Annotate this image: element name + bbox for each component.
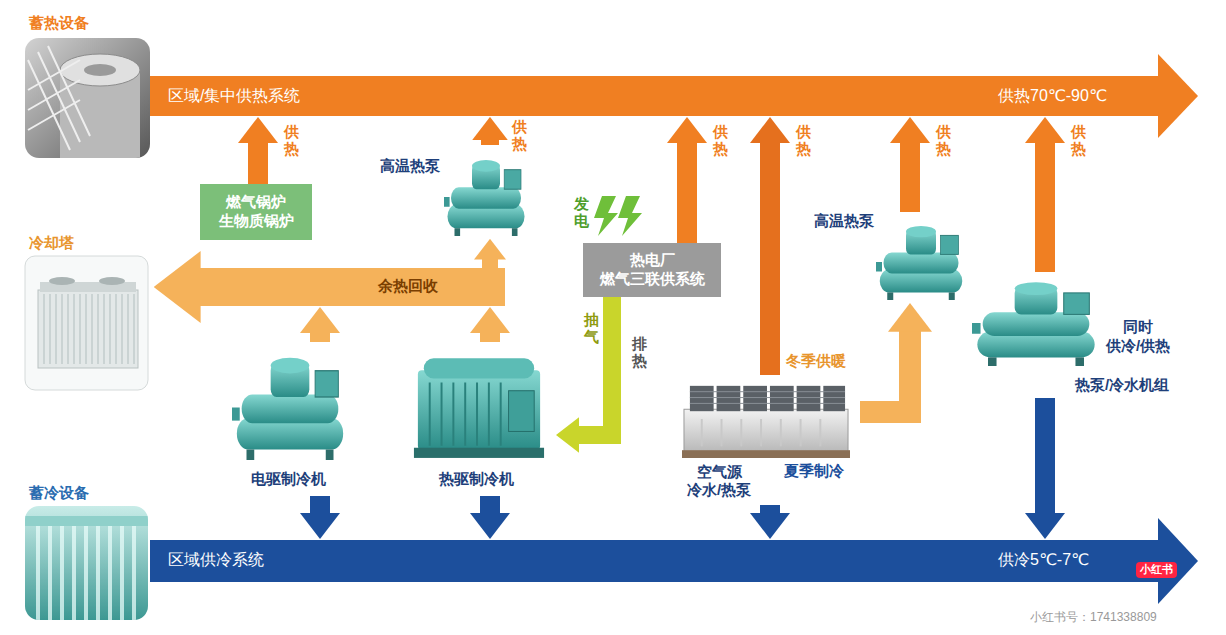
power-label: 发电	[574, 196, 589, 229]
chiller: 电驱制冷机	[225, 342, 355, 496]
cold-storage-photo	[25, 506, 148, 620]
heat-storage-photo	[28, 46, 140, 158]
flow-label: 夏季制冷	[784, 462, 844, 481]
flow-label: 供热	[936, 124, 951, 157]
flow-arrow	[248, 142, 268, 184]
plant-box-text: 热电厂 燃气三联供系统	[589, 251, 715, 289]
heat-band-text: 供热70℃-90℃	[998, 86, 1107, 106]
cooling-tower-photo	[99, 277, 125, 285]
flow-arrow	[760, 505, 780, 514]
machine-pictures	[972, 282, 1095, 366]
cold-storage-photo	[38, 526, 134, 620]
heat-pump: 高温热泵	[812, 212, 968, 302]
flow-arrow	[1035, 398, 1055, 514]
flow-arrow	[310, 496, 330, 514]
machine-pictures	[232, 160, 1095, 460]
boiler-box: 燃气锅炉 生物质锅炉	[200, 184, 312, 240]
lightning-symbol	[594, 196, 642, 236]
watermark-text: 小红书号：1741338809	[1030, 610, 1157, 625]
flow-label: 供热	[284, 124, 299, 157]
chiller-text: 电驱制冷机	[225, 470, 352, 489]
band-arrowhead	[1158, 518, 1198, 604]
cooling-tower-photo	[49, 277, 75, 285]
flow-arrow	[480, 496, 500, 514]
flow-label: 供热	[512, 119, 527, 152]
lightning-symbol	[594, 196, 618, 236]
cold-storage-photo	[25, 516, 148, 526]
machine-pictures	[682, 386, 850, 458]
cold-storage-photo	[25, 516, 148, 620]
cooling-tower: 冷却塔	[25, 232, 152, 392]
air-source-unit: 空气源 冷水/热泵	[680, 375, 860, 505]
flow-arrow	[1035, 142, 1055, 272]
flow-label: 抽气	[584, 312, 599, 345]
cooling-tower-photo	[25, 256, 148, 390]
heat-storage-photo	[25, 38, 150, 160]
cold-storage-photo: 蓄冷设备	[25, 482, 152, 622]
flow-arrow	[481, 139, 499, 145]
heat-storage-photo	[60, 54, 140, 86]
lightning-symbol	[618, 196, 642, 236]
boiler-box-text: 燃气锅炉 生物质锅炉	[206, 193, 306, 231]
heat-band: 区域/集中供热系统 供热70℃-90℃	[150, 76, 1160, 116]
heat-storage-photo	[28, 46, 90, 150]
flow-label: 供热	[796, 124, 811, 157]
storage-photo-text: 蓄热设备	[29, 14, 89, 33]
cold-storage-photo	[25, 506, 148, 620]
exhaust-label: 排热	[632, 336, 647, 369]
flow-label: 供热	[1071, 124, 1086, 157]
cooling-tower-text: 冷却塔	[29, 234, 74, 253]
machine-pictures	[444, 160, 525, 236]
flow-arrow	[482, 259, 498, 268]
cold-storage-photo-text: 蓄冷设备	[29, 484, 89, 503]
heat-pump-chiller: 同时 供冷/供热热泵/冷水机组	[968, 272, 1182, 398]
absorption-chiller: 热驱制冷机	[400, 342, 555, 496]
flow-arrow	[860, 331, 910, 412]
air-source-unit-text: 空气源 冷水/热泵	[682, 463, 756, 499]
heat-storage-photo	[84, 64, 116, 76]
cooling-tower-photo	[25, 256, 148, 390]
heat-pump-chiller-text: 同时 供冷/供热	[1105, 318, 1171, 356]
watermark-logo: 小红书	[1136, 562, 1177, 578]
flow-arrow	[578, 297, 612, 435]
heat-pump-text: 高温热泵	[814, 212, 874, 231]
band-arrowhead	[1158, 54, 1198, 138]
cold-band-text: 区域供冷系统	[168, 550, 264, 570]
heat-band-text: 区域/集中供热系统	[168, 86, 300, 106]
recovery-band-text: 余热回收	[378, 277, 438, 296]
heat-pump: 高温热泵	[378, 145, 530, 238]
heat-pump-chiller-text: 热泵/冷水机组	[1075, 376, 1169, 395]
flow-arrow	[480, 332, 500, 342]
machine-pictures	[876, 226, 962, 300]
absorption-chiller-text: 热驱制冷机	[400, 470, 552, 489]
flow-label: 供热	[713, 124, 728, 157]
recovery-band: 余热回收	[200, 268, 505, 306]
cold-band-text: 供冷5℃-7℃	[998, 550, 1089, 570]
cold-band: 区域供冷系统 供冷5℃-7℃	[150, 540, 1160, 582]
storage-photo: 蓄热设备	[25, 12, 152, 158]
machine-pictures	[414, 358, 544, 458]
machine-pictures	[232, 358, 343, 460]
flow-arrow	[677, 142, 697, 243]
cooling-tower-photo	[44, 294, 134, 364]
flow-arrow	[760, 142, 780, 375]
season-label: 冬季供暖	[786, 352, 846, 371]
plant-box: 热电厂 燃气三联供系统	[583, 243, 721, 297]
heat-pump-text: 高温热泵	[380, 157, 440, 176]
cooling-tower-photo	[38, 290, 138, 368]
flow-arrow	[310, 332, 330, 342]
flow-arrow	[900, 142, 920, 212]
band-arrowhead	[1158, 54, 1198, 604]
